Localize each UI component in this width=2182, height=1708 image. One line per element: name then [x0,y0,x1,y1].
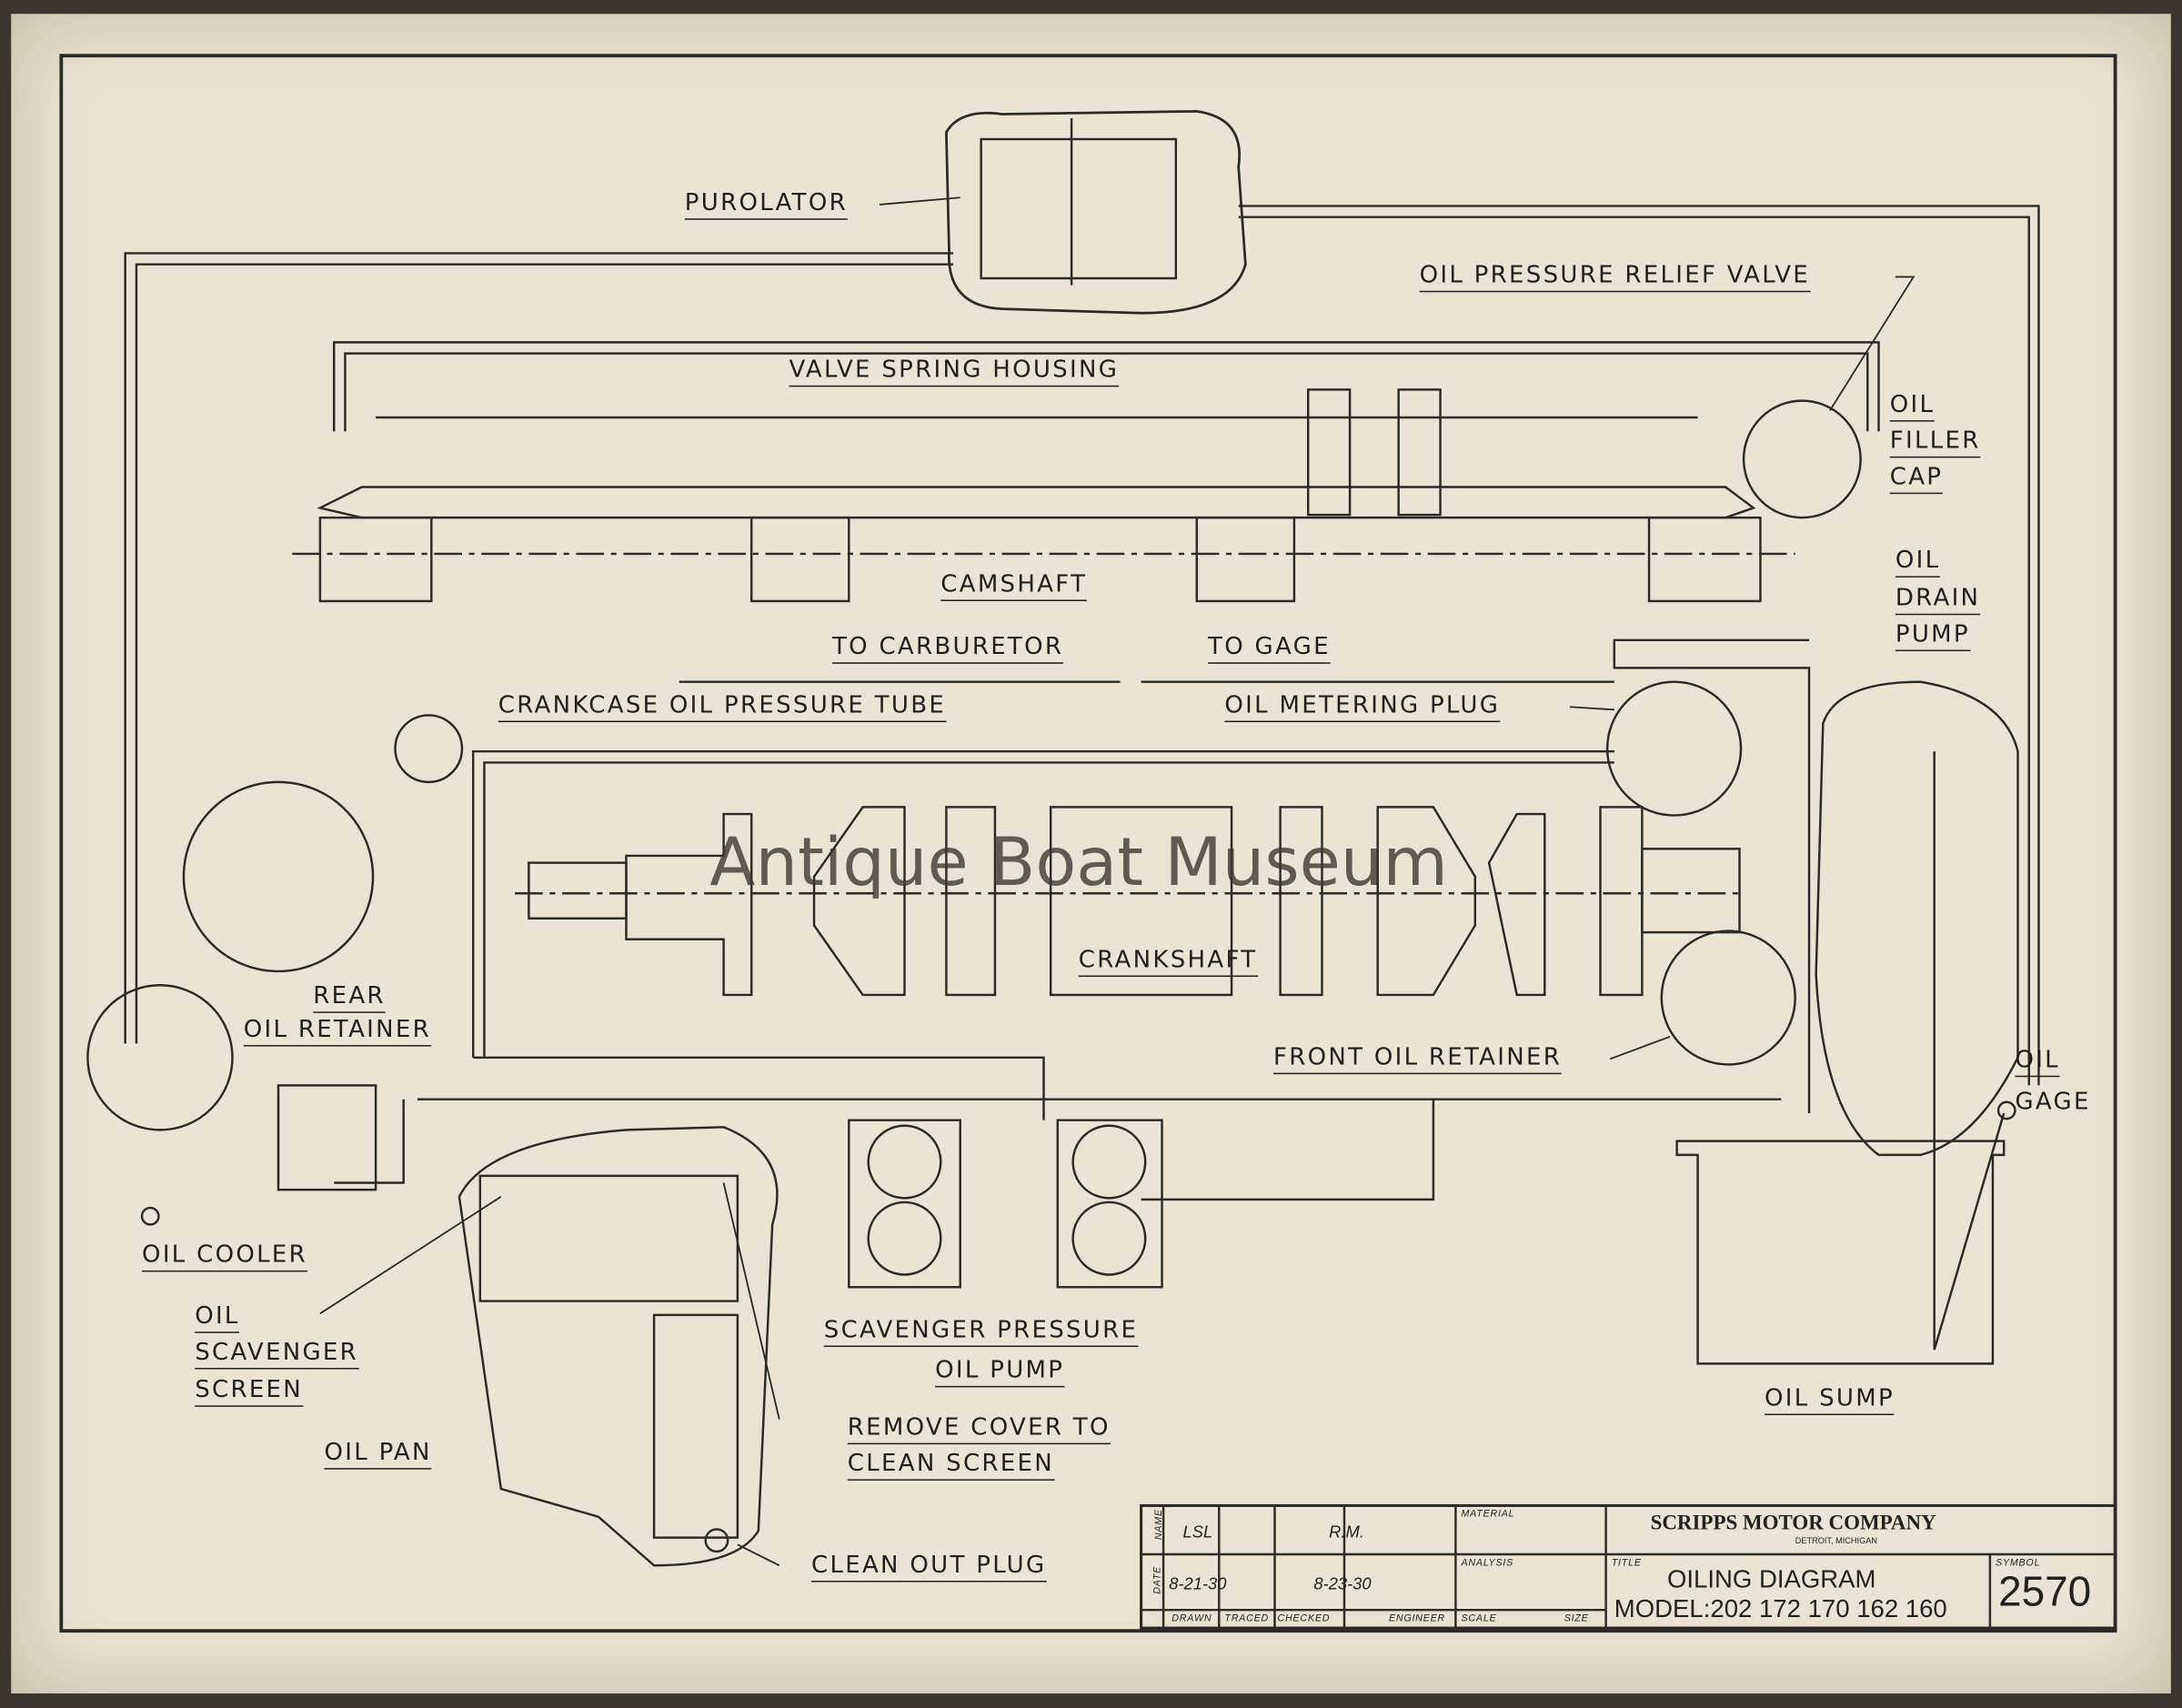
purolator-body [980,137,1178,280]
tb-symbol-label: SYMBOL [1996,1558,2041,1569]
tb-name-label: NAME [1154,1509,1165,1541]
label-scavenger-pump-1: SCAVENGER PRESSURE [823,1319,1139,1348]
label-rear-oil-retainer-1: REAR [313,984,386,1013]
label-oil-gage-2: GAGE [2015,1088,2091,1117]
crankcase-oil-tube [471,749,1614,1058]
tb-material-label: MATERIAL [1461,1510,1515,1520]
label-remove-cover-1: REMOVE COVER TO [847,1416,1111,1445]
label-front-oil-retainer: FRONT OIL RETAINER [1272,1046,1563,1075]
border-frame [59,54,2117,1633]
tb-checked-name: R.M. [1329,1522,1364,1542]
title-block-frame [1140,1503,2117,1630]
label-crankshaft: CRANKSHAFT [1078,949,1258,978]
valve-spring [1306,388,1352,517]
label-oil-drain-pump-2: DRAIN [1895,587,1981,616]
rear-retainer-detail [182,780,375,973]
tb-col-traced: TRACED [1224,1613,1270,1624]
label-oil-sump: OIL SUMP [1765,1387,1895,1416]
label-oil-filler-cap-1: OIL [1889,393,1936,422]
tb-col-drawn: DRAWN [1171,1613,1212,1624]
tb-title: OILING DIAGRAM [1666,1565,1876,1593]
label-oil-scavenger-screen-3: SCREEN [195,1378,304,1407]
label-to-gage: TO GAGE [1208,635,1331,664]
tb-location: DETROIT, MICHIGAN [1795,1537,1877,1546]
tb-checked-date: 8-23-30 [1313,1573,1372,1593]
label-remove-cover-2: CLEAN SCREEN [847,1452,1054,1481]
camshaft-housing [317,486,1756,519]
crankshaft-center [1049,806,1233,997]
tb-title-label: TITLE [1611,1558,1642,1569]
oil-cooler-detail [86,984,234,1131]
label-rear-oil-retainer-2: OIL RETAINER [243,1018,432,1047]
oil-gage-rod [1933,1112,2006,1351]
pump-housing [848,1119,961,1289]
label-oil-filler-cap-2: FILLER [1889,429,1981,458]
label-purolator: PUROLATOR [684,191,848,220]
tb-col-size: SIZE [1564,1613,1589,1624]
valve-spring [1397,388,1442,517]
oil-line-right [1238,205,2040,1086]
label-clean-out-plug: CLEAN OUT PLUG [810,1553,1047,1582]
label-oil-drain-pump-3: PUMP [1895,623,1970,652]
oil-pan [458,1126,779,1567]
label-oil-filler-cap-3: CAP [1889,466,1944,495]
sump-return-line [1141,1098,1782,1201]
tb-model: MODEL:202 172 170 162 160 [1614,1594,1947,1623]
tb-analysis-label: ANALYSIS [1461,1558,1514,1569]
label-oil-scavenger-screen-1: OIL [195,1304,240,1333]
valve-housing-line [332,341,1880,432]
watermark: Antique Boat Museum [709,823,1448,902]
label-crankcase-tube: CRANKCASE OIL PRESSURE TUBE [498,694,947,723]
label-oil-cooler: OIL COOLER [142,1243,308,1272]
tb-col-scale: SCALE [1461,1613,1497,1624]
tb-col-engineer: ENGINEER [1388,1613,1446,1624]
label-oil-gage-1: OIL [2015,1049,2060,1078]
label-scavenger-pump-2: OIL PUMP [935,1359,1065,1388]
tb-drawn-name: LSL [1182,1522,1213,1542]
label-oil-pan: OIL PAN [324,1441,432,1470]
pump-housing [1056,1119,1163,1289]
label-valve-spring-housing: VALVE SPRING HOUSING [789,358,1120,387]
oil-line-left [124,252,954,1044]
metering-plug-detail [1605,680,1743,817]
tb-date-label: DATE [1152,1565,1163,1594]
tb-company: SCRIPPS MOTOR COMPANY [1650,1512,1936,1535]
oil-sump [1675,1140,2006,1365]
label-oil-drain-pump-1: OIL [1895,549,1941,578]
purolator-filter [945,110,1247,315]
tb-col-checked: CHECKED [1277,1613,1331,1624]
label-camshaft: CAMSHAFT [940,573,1088,601]
label-to-carburetor: TO CARBURETOR [831,635,1064,664]
relief-valve-detail [1742,399,1862,519]
oil-cooler [277,1084,377,1191]
tb-symbol: 2570 [1998,1569,2092,1616]
tb-drawn-date: 8-21-30 [1169,1573,1227,1593]
front-retainer-detail [1660,929,1796,1066]
label-metering-plug: OIL METERING PLUG [1224,694,1501,723]
label-oil-scavenger-screen-2: SCAVENGER [195,1341,359,1370]
oil-drain-pump [1815,680,2019,1157]
label-relief-valve: OIL PRESSURE RELIEF VALVE [1419,264,1811,293]
